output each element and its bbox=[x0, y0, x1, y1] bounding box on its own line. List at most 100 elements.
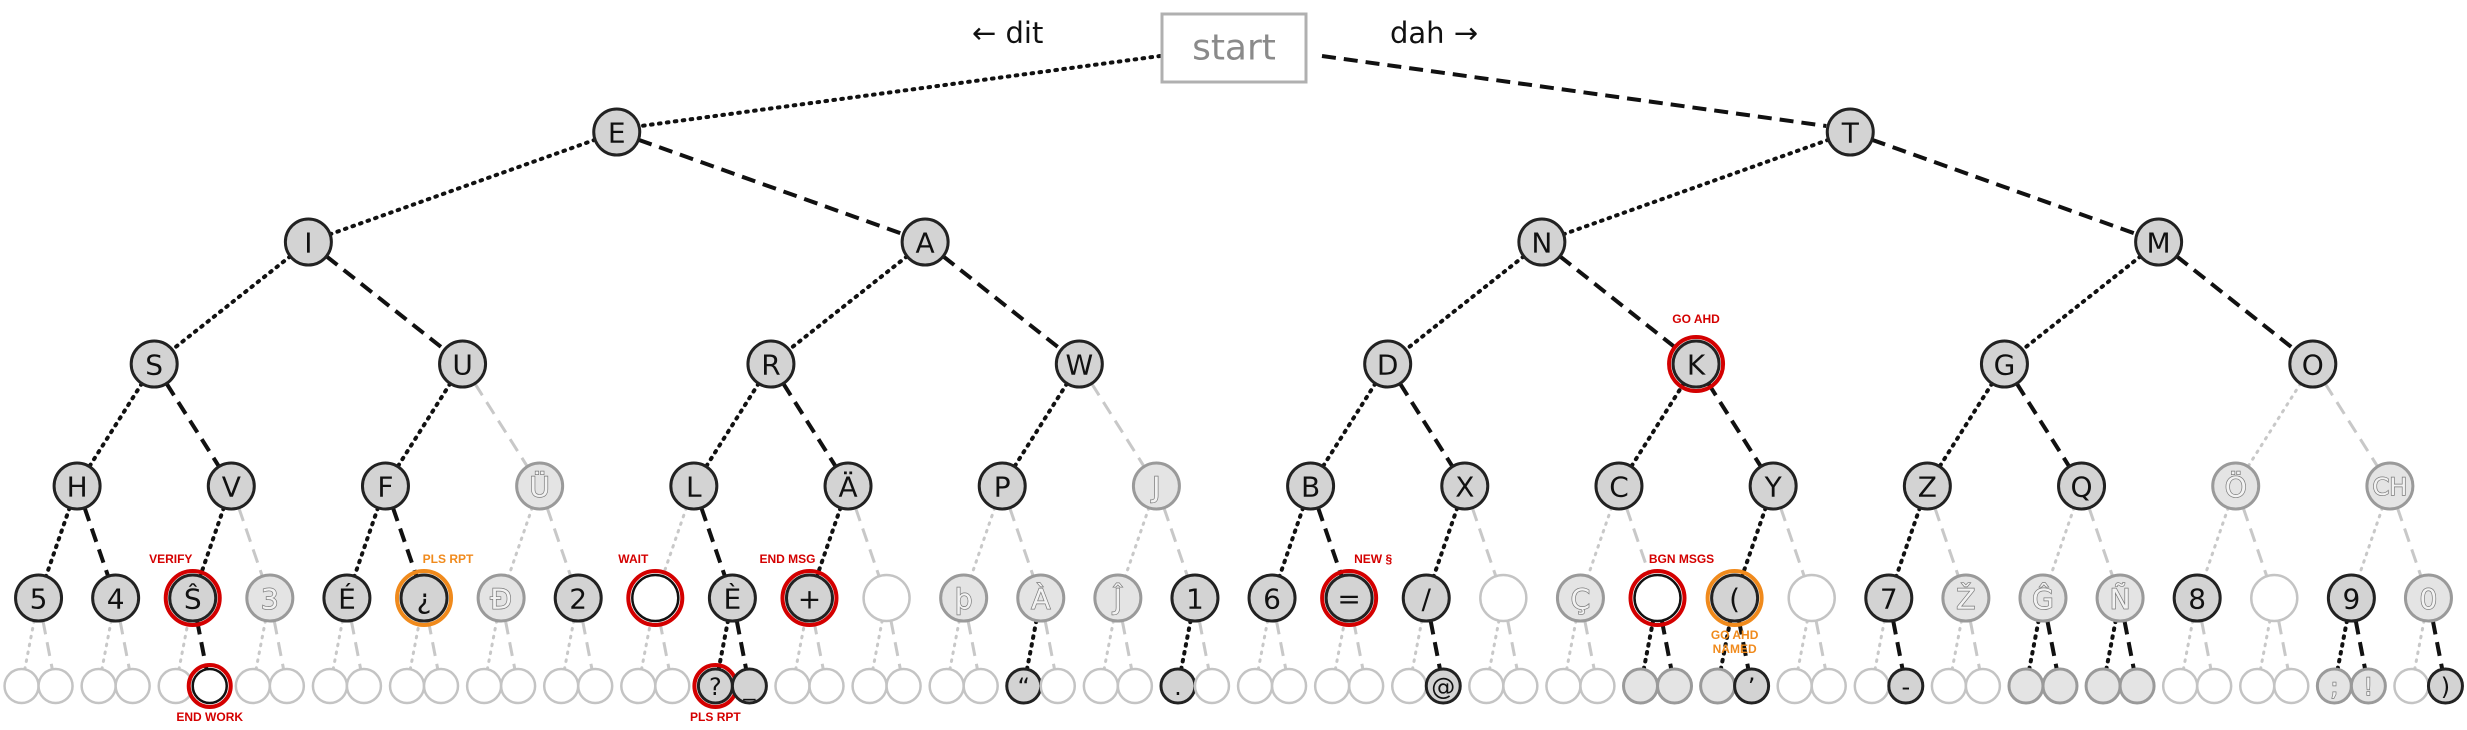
tree-node: V bbox=[206, 461, 256, 511]
node-circle bbox=[900, 217, 950, 267]
dit-edge bbox=[198, 505, 226, 579]
tree-node: ! bbox=[2349, 667, 2387, 705]
tree-node bbox=[114, 667, 151, 705]
tree-node bbox=[774, 667, 811, 705]
node-symbol: Ñ bbox=[2110, 583, 2131, 616]
dit-edge bbox=[2020, 254, 2143, 352]
tree-node bbox=[851, 667, 888, 705]
tree-node bbox=[1502, 667, 1539, 705]
dah-edge bbox=[637, 137, 905, 237]
tree-node: I bbox=[283, 217, 333, 267]
dah-edge bbox=[2045, 620, 2059, 670]
node-circle bbox=[1479, 573, 1528, 623]
tree-node: L bbox=[669, 461, 719, 511]
dit-direction-label: ← dit bbox=[972, 16, 1043, 50]
prosign-ring bbox=[163, 569, 222, 627]
tree-node bbox=[2273, 667, 2310, 705]
node-circle bbox=[1347, 667, 1385, 705]
node-circle bbox=[1545, 667, 1582, 705]
node-circle bbox=[1699, 667, 1737, 705]
dah-edge bbox=[426, 620, 440, 670]
node-circle bbox=[862, 573, 911, 623]
dit-edge bbox=[814, 505, 843, 579]
tree-node: W bbox=[1054, 339, 1104, 389]
dit-edge bbox=[328, 137, 598, 237]
node-symbol: Ç bbox=[1571, 583, 1591, 616]
node-circle bbox=[2007, 667, 2045, 705]
tree-node bbox=[345, 667, 383, 705]
node-symbol: 9 bbox=[2342, 583, 2360, 616]
dah-edge bbox=[1352, 620, 1365, 670]
node-circle bbox=[1594, 461, 1644, 511]
node-symbol: Ü bbox=[529, 470, 550, 504]
node-circle bbox=[80, 667, 117, 705]
tree-node bbox=[1787, 573, 1836, 623]
node-circle bbox=[592, 107, 642, 157]
dah-edge bbox=[2430, 620, 2445, 670]
node-circle bbox=[1633, 573, 1682, 623]
prosign-ring bbox=[186, 663, 233, 709]
dah-edge bbox=[734, 620, 749, 670]
node-symbol: 5 bbox=[30, 583, 48, 616]
tree-node: Ö bbox=[2211, 461, 2261, 511]
node-symbol: Q bbox=[2071, 471, 2093, 504]
tree-node bbox=[1776, 667, 1813, 705]
node-circle bbox=[1864, 573, 1914, 623]
dah-edge bbox=[2395, 507, 2423, 577]
node-circle bbox=[1887, 667, 1925, 705]
tree-node: ? bbox=[692, 663, 739, 709]
node-symbol: M bbox=[2147, 227, 2171, 260]
node-symbol: = bbox=[1337, 583, 1360, 616]
node-circle bbox=[14, 573, 64, 623]
tree-node bbox=[2195, 667, 2233, 705]
node-symbol: Ŝ bbox=[184, 582, 202, 616]
node-symbol: Ĵ bbox=[1112, 583, 1123, 616]
node-circle bbox=[438, 339, 488, 389]
node-circle bbox=[707, 573, 757, 623]
tree-node bbox=[37, 667, 74, 705]
prosign-label: WAIT bbox=[618, 552, 649, 566]
node-symbol: . bbox=[1174, 673, 1182, 701]
tree-node: / bbox=[1401, 573, 1451, 623]
node-symbol: X bbox=[1455, 471, 1474, 504]
tree-node bbox=[234, 667, 272, 705]
tree-node bbox=[1699, 667, 1737, 705]
node-symbol: Ä bbox=[838, 471, 857, 504]
tree-node: 7 bbox=[1864, 573, 1914, 623]
node-circle bbox=[1787, 573, 1836, 623]
tree-node: H bbox=[52, 461, 102, 511]
node-circle bbox=[2393, 667, 2430, 705]
dah-edge bbox=[503, 620, 517, 670]
node-circle bbox=[2273, 667, 2310, 705]
dah-edge bbox=[658, 620, 671, 670]
node-circle bbox=[465, 667, 503, 705]
dah-edge bbox=[2323, 382, 2379, 468]
node-circle bbox=[515, 461, 565, 511]
node-circle bbox=[2239, 667, 2276, 705]
node-symbol: 3 bbox=[261, 583, 279, 616]
tree-node bbox=[1479, 573, 1528, 623]
node-symbol: Y bbox=[1764, 471, 1783, 504]
dit-edge bbox=[2181, 619, 2195, 671]
tree-node bbox=[422, 667, 460, 705]
dah-edge bbox=[2175, 254, 2297, 352]
node-circle bbox=[499, 667, 537, 705]
tree-node bbox=[2118, 667, 2156, 705]
dah-edge bbox=[1968, 620, 1982, 670]
dah-edge bbox=[1506, 620, 1519, 670]
node-circle bbox=[1853, 667, 1891, 705]
tree-node bbox=[1039, 667, 1077, 705]
dah-edge bbox=[195, 620, 209, 670]
dah-edge bbox=[1933, 507, 1960, 577]
node-symbol: ; bbox=[2330, 673, 2338, 701]
start-node-label: start bbox=[1192, 28, 1276, 69]
node-circle bbox=[1810, 667, 1847, 705]
dit-edge bbox=[1277, 505, 1306, 579]
node-symbol: 0 bbox=[2420, 583, 2438, 616]
tree-node bbox=[1270, 667, 1308, 705]
tree-node: X bbox=[1440, 461, 1490, 511]
tree-node: À bbox=[1016, 573, 1066, 623]
dah-edge bbox=[812, 620, 825, 670]
tree-node bbox=[465, 667, 503, 705]
